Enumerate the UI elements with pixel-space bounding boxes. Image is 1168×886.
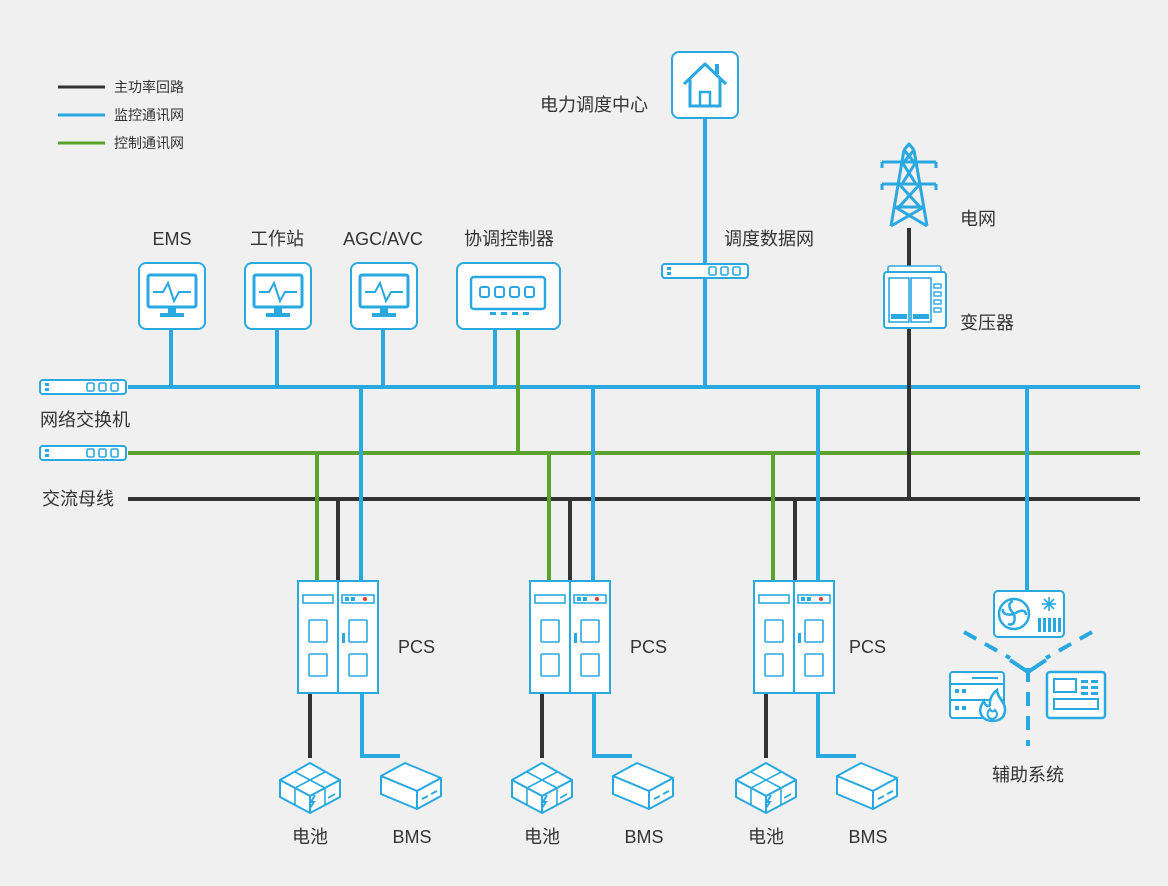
auxiliary-dashed-links <box>963 630 1093 746</box>
legend-monitor-label: 监控通讯网 <box>114 107 184 123</box>
transformer-cabinet-icon <box>883 265 947 329</box>
coordinator-controller-icon <box>456 262 561 330</box>
battery-label: 电池 <box>524 827 560 847</box>
legend-power-label: 主功率回路 <box>114 79 184 95</box>
battery-icon <box>511 762 573 814</box>
control-switch-icon <box>39 445 127 461</box>
control-panel-icon <box>1045 670 1107 720</box>
legend-control-label: 控制通讯网 <box>114 135 184 151</box>
bms-label: BMS <box>624 827 664 847</box>
bms-icon <box>612 762 674 810</box>
unit-lower-links <box>308 692 856 758</box>
dispatch-center-label: 电力调度中心 <box>540 95 648 115</box>
legend <box>58 85 105 145</box>
ac-bus-label: 交流母线 <box>42 489 114 509</box>
grid-label: 电网 <box>960 209 996 229</box>
pcs-label: PCS <box>849 637 887 657</box>
dispatch-center-house-icon <box>671 51 739 119</box>
coordinator-label: 协调控制器 <box>464 229 554 249</box>
unit-drops <box>315 387 820 582</box>
agc-avc-monitor-icon <box>349 261 419 331</box>
transformer-label: 变压器 <box>960 313 1014 333</box>
workstation-label: 工作站 <box>250 229 304 249</box>
top-drops <box>169 118 707 387</box>
ems-monitor-icon <box>137 261 207 331</box>
auxiliary-label: 辅助系统 <box>992 765 1064 785</box>
transmission-tower-icon <box>880 142 938 228</box>
pcs-cabinet-icon <box>753 580 835 694</box>
pcs-cabinet-icon <box>297 580 379 694</box>
battery-icon <box>735 762 797 814</box>
battery-label: 电池 <box>292 827 328 847</box>
dispatch-network-label: 调度数据网 <box>724 229 814 249</box>
dispatch-network-switch-icon <box>661 263 749 279</box>
bms-icon <box>836 762 898 810</box>
ems-label: EMS <box>152 229 192 249</box>
fire-protection-icon <box>949 671 1007 723</box>
battery-label: 电池 <box>748 827 784 847</box>
monitor-switch-icon <box>39 379 127 395</box>
battery-icon <box>279 762 341 814</box>
workstation-monitor-icon <box>243 261 313 331</box>
bms-label: BMS <box>392 827 432 847</box>
pcs-cabinet-icon <box>529 580 611 694</box>
pcs-label: PCS <box>398 637 436 657</box>
agc-avc-label: AGC/AVC <box>343 229 423 249</box>
network-switch-label: 网络交换机 <box>40 410 130 430</box>
bms-icon <box>380 762 442 810</box>
pcs-label: PCS <box>630 637 668 657</box>
air-conditioner-icon <box>993 590 1065 638</box>
bms-label: BMS <box>848 827 888 847</box>
